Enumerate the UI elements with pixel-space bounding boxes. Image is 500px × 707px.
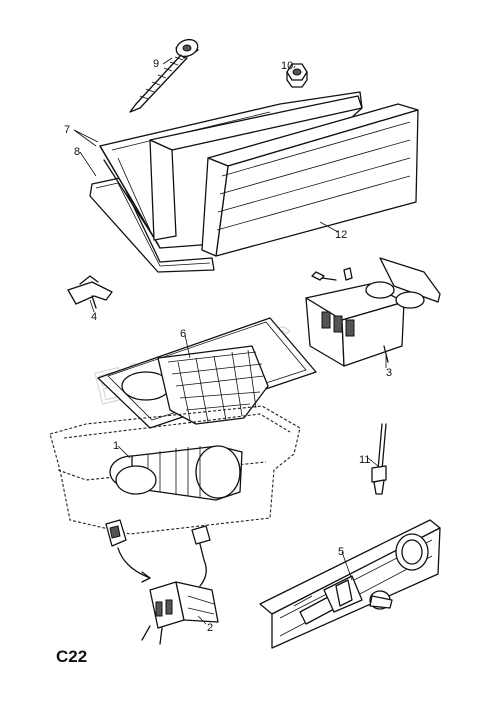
filter-element-part-12 xyxy=(201,103,419,257)
control-panel-part-5 xyxy=(259,519,441,649)
callout-3: 3 xyxy=(386,367,392,379)
callout-5: 5 xyxy=(338,546,344,558)
callout-2: 2 xyxy=(207,622,213,634)
nut-part-10 xyxy=(286,63,308,88)
callout-10: 10 xyxy=(281,60,293,72)
blower-fan-part-1 xyxy=(109,445,243,501)
motor-cover-part-6 xyxy=(97,317,317,429)
resistor-part-2 xyxy=(105,519,219,645)
clip-part-4 xyxy=(67,275,113,309)
rod-part-11 xyxy=(371,423,387,495)
callout-12: 12 xyxy=(335,229,347,241)
switch-unit-part-3 xyxy=(305,257,441,367)
callout-11: 11 xyxy=(359,454,370,466)
callout-8: 8 xyxy=(74,146,80,158)
callout-6: 6 xyxy=(180,328,186,340)
leader-lines xyxy=(73,57,387,625)
callout-1: 1 xyxy=(113,440,119,452)
page-code: C22 xyxy=(56,647,87,666)
callout-7: 7 xyxy=(64,124,70,136)
callout-9: 9 xyxy=(153,58,159,70)
callout-4: 4 xyxy=(91,311,97,323)
screw-part-9 xyxy=(129,38,199,113)
